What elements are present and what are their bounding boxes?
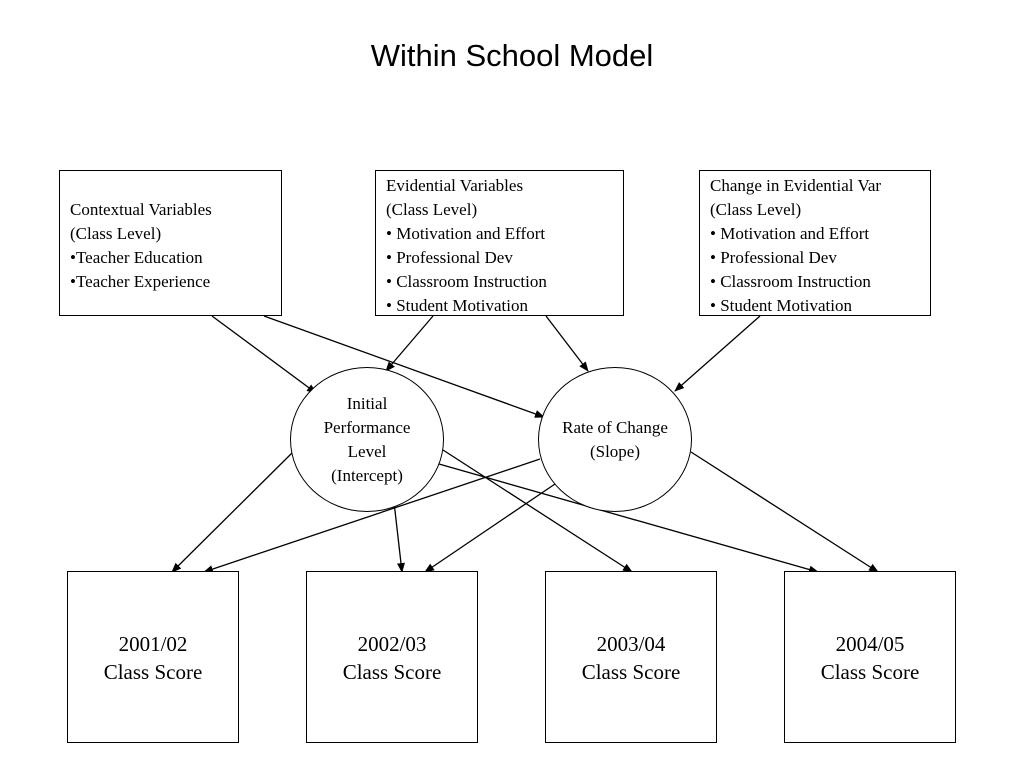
change-box-item: • Motivation and Effort xyxy=(710,224,870,243)
edge-change-to-slope xyxy=(674,315,761,392)
intercept-node: Initial Performance Level (Intercept) xyxy=(290,367,444,512)
class-score-box-2004: 2004/05 Class Score xyxy=(784,571,956,743)
evidential-box-item: • Motivation and Effort xyxy=(386,224,546,243)
intercept-label-line: Performance xyxy=(323,417,411,437)
change-box-item: • Student Motivation xyxy=(710,296,852,315)
score-label: Class Score xyxy=(103,660,203,684)
edge-slope-to-score-2004 xyxy=(690,451,879,573)
edge-evidential-to-slope xyxy=(545,315,589,372)
edge-slope-to-score-2002 xyxy=(424,483,556,573)
contextual-variables-box: Contextual Variables (Class Level) •Teac… xyxy=(59,170,282,316)
slope-label-line: (Slope) xyxy=(589,441,641,461)
evidential-box-heading: Evidential Variables xyxy=(386,176,524,195)
contextual-box-item: •Teacher Experience xyxy=(70,272,211,291)
intercept-node-label: Initial Performance Level (Intercept) xyxy=(324,392,411,488)
evidential-box-item: • Student Motivation xyxy=(386,296,528,315)
edge-intercept-to-score-2001 xyxy=(171,452,293,573)
change-in-evidential-box: Change in Evidential Var (Class Level) •… xyxy=(699,170,931,316)
change-box-heading: Change in Evidential Var xyxy=(710,176,882,195)
class-score-box-2001: 2001/02 Class Score xyxy=(67,571,239,743)
edge-contextual-to-intercept xyxy=(211,315,317,394)
score-label: Class Score xyxy=(342,660,442,684)
class-score-box-2002: 2002/03 Class Score xyxy=(306,571,478,743)
contextual-box-item: •Teacher Education xyxy=(70,248,203,267)
score-label: Class Score xyxy=(820,660,920,684)
slope-label-line: Rate of Change xyxy=(562,417,668,437)
evidential-box-item: • Classroom Instruction xyxy=(386,272,547,291)
change-box-level: (Class Level) xyxy=(710,200,802,219)
score-year: 2002/03 xyxy=(357,632,427,656)
edge-intercept-to-score-2002 xyxy=(393,501,405,573)
score-year: 2004/05 xyxy=(835,632,905,656)
class-score-box-2003: 2003/04 Class Score xyxy=(545,571,717,743)
contextual-box-heading: Contextual Variables xyxy=(70,200,212,219)
score-label: Class Score xyxy=(581,660,681,684)
slope-node-label: Rate of Change (Slope) xyxy=(562,416,668,464)
evidential-box-level: (Class Level) xyxy=(386,200,478,219)
contextual-box-level: (Class Level) xyxy=(70,224,162,243)
evidential-variables-box: Evidential Variables (Class Level) • Mot… xyxy=(375,170,624,316)
score-year: 2001/02 xyxy=(118,632,188,656)
score-year: 2003/04 xyxy=(596,632,666,656)
edge-evidential-to-intercept xyxy=(385,315,434,372)
diagram-title: Within School Model xyxy=(370,38,654,73)
intercept-label-line: Initial xyxy=(346,393,388,413)
change-box-item: • Professional Dev xyxy=(710,248,837,267)
slope-node: Rate of Change (Slope) xyxy=(538,367,692,512)
evidential-box-item: • Professional Dev xyxy=(386,248,513,267)
change-box-item: • Classroom Instruction xyxy=(710,272,871,291)
intercept-label-line: (Intercept) xyxy=(331,465,403,485)
intercept-label-line: Level xyxy=(347,441,387,461)
